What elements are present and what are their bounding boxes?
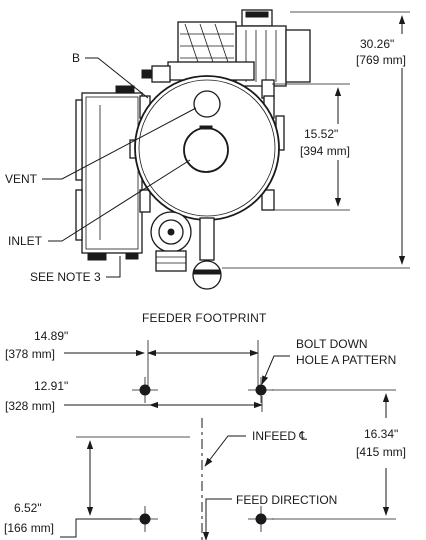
dim-offset-in: 6.52" <box>14 501 42 515</box>
dim-overall-height: 30.26" [769 mm] <box>222 11 422 269</box>
leader-inlet <box>48 159 191 242</box>
bolt-hole-top-right <box>248 377 274 403</box>
dim-depth-in: 16.34" <box>364 427 398 441</box>
label-b: B <box>72 51 80 65</box>
inlet-port <box>183 125 229 173</box>
bolt-hole-bottom-left <box>132 506 158 532</box>
leader-vent <box>42 107 197 180</box>
bolt-hole-bottom-right <box>248 506 274 532</box>
leader-infeed <box>204 435 246 467</box>
feeder-top-view: B VENT INLET SEE NOTE 3 30.26" [769 mm] … <box>5 9 422 290</box>
label-infeed-cl: INFEED ℄ <box>252 429 307 443</box>
dim-width-inner-mm: [328 mm] <box>5 399 55 413</box>
dim-offset: 6.52" [166 mm] <box>4 436 190 538</box>
dim-offset-mm: [166 mm] <box>4 521 54 535</box>
dim-width-outer-mm: [378 mm] <box>5 347 55 361</box>
control-enclosure <box>75 85 143 261</box>
leader-feed-direction <box>202 498 232 540</box>
dim-width-inner-in: 12.91" <box>34 379 68 393</box>
dim-overall-height-mm: [769 mm] <box>356 53 406 67</box>
dim-width-outer-in: 14.89" <box>34 329 68 343</box>
leader-b <box>85 57 149 99</box>
label-hole-pattern: HOLE A PATTERN <box>296 353 396 367</box>
label-vent: VENT <box>5 172 38 186</box>
leader-bolt-down <box>261 355 290 385</box>
outlet-pipe <box>192 217 222 290</box>
label-inlet: INLET <box>8 234 43 248</box>
motor-gearbox <box>141 9 311 99</box>
vent-port <box>193 90 221 118</box>
leader-see-note <box>106 256 121 278</box>
dim-vent-offset: 15.52" [394 mm] <box>272 83 370 211</box>
dim-vent-offset-mm: [394 mm] <box>300 144 350 158</box>
side-fitting <box>150 211 192 272</box>
dim-depth: 16.34" [415 mm] <box>272 389 406 520</box>
dim-width-outer: 14.89" [378 mm] <box>5 329 259 392</box>
dim-vent-offset-in: 15.52" <box>304 127 338 141</box>
footprint-title: FEEDER FOOTPRINT <box>142 311 267 325</box>
label-bolt-down: BOLT DOWN <box>296 337 368 351</box>
label-see-note-3: SEE NOTE 3 <box>30 270 101 284</box>
drum-brackets <box>129 95 285 213</box>
label-feed-direction: FEED DIRECTION <box>236 493 337 507</box>
dim-overall-height-in: 30.26" <box>360 37 394 51</box>
bolt-hole-top-left <box>132 377 158 403</box>
feeder-footprint: FEEDER FOOTPRINT 14.89" [378 mm] 12.91" … <box>4 311 406 540</box>
dim-depth-mm: [415 mm] <box>356 445 406 459</box>
dim-width-inner: 12.91" [328 mm] <box>5 379 263 413</box>
